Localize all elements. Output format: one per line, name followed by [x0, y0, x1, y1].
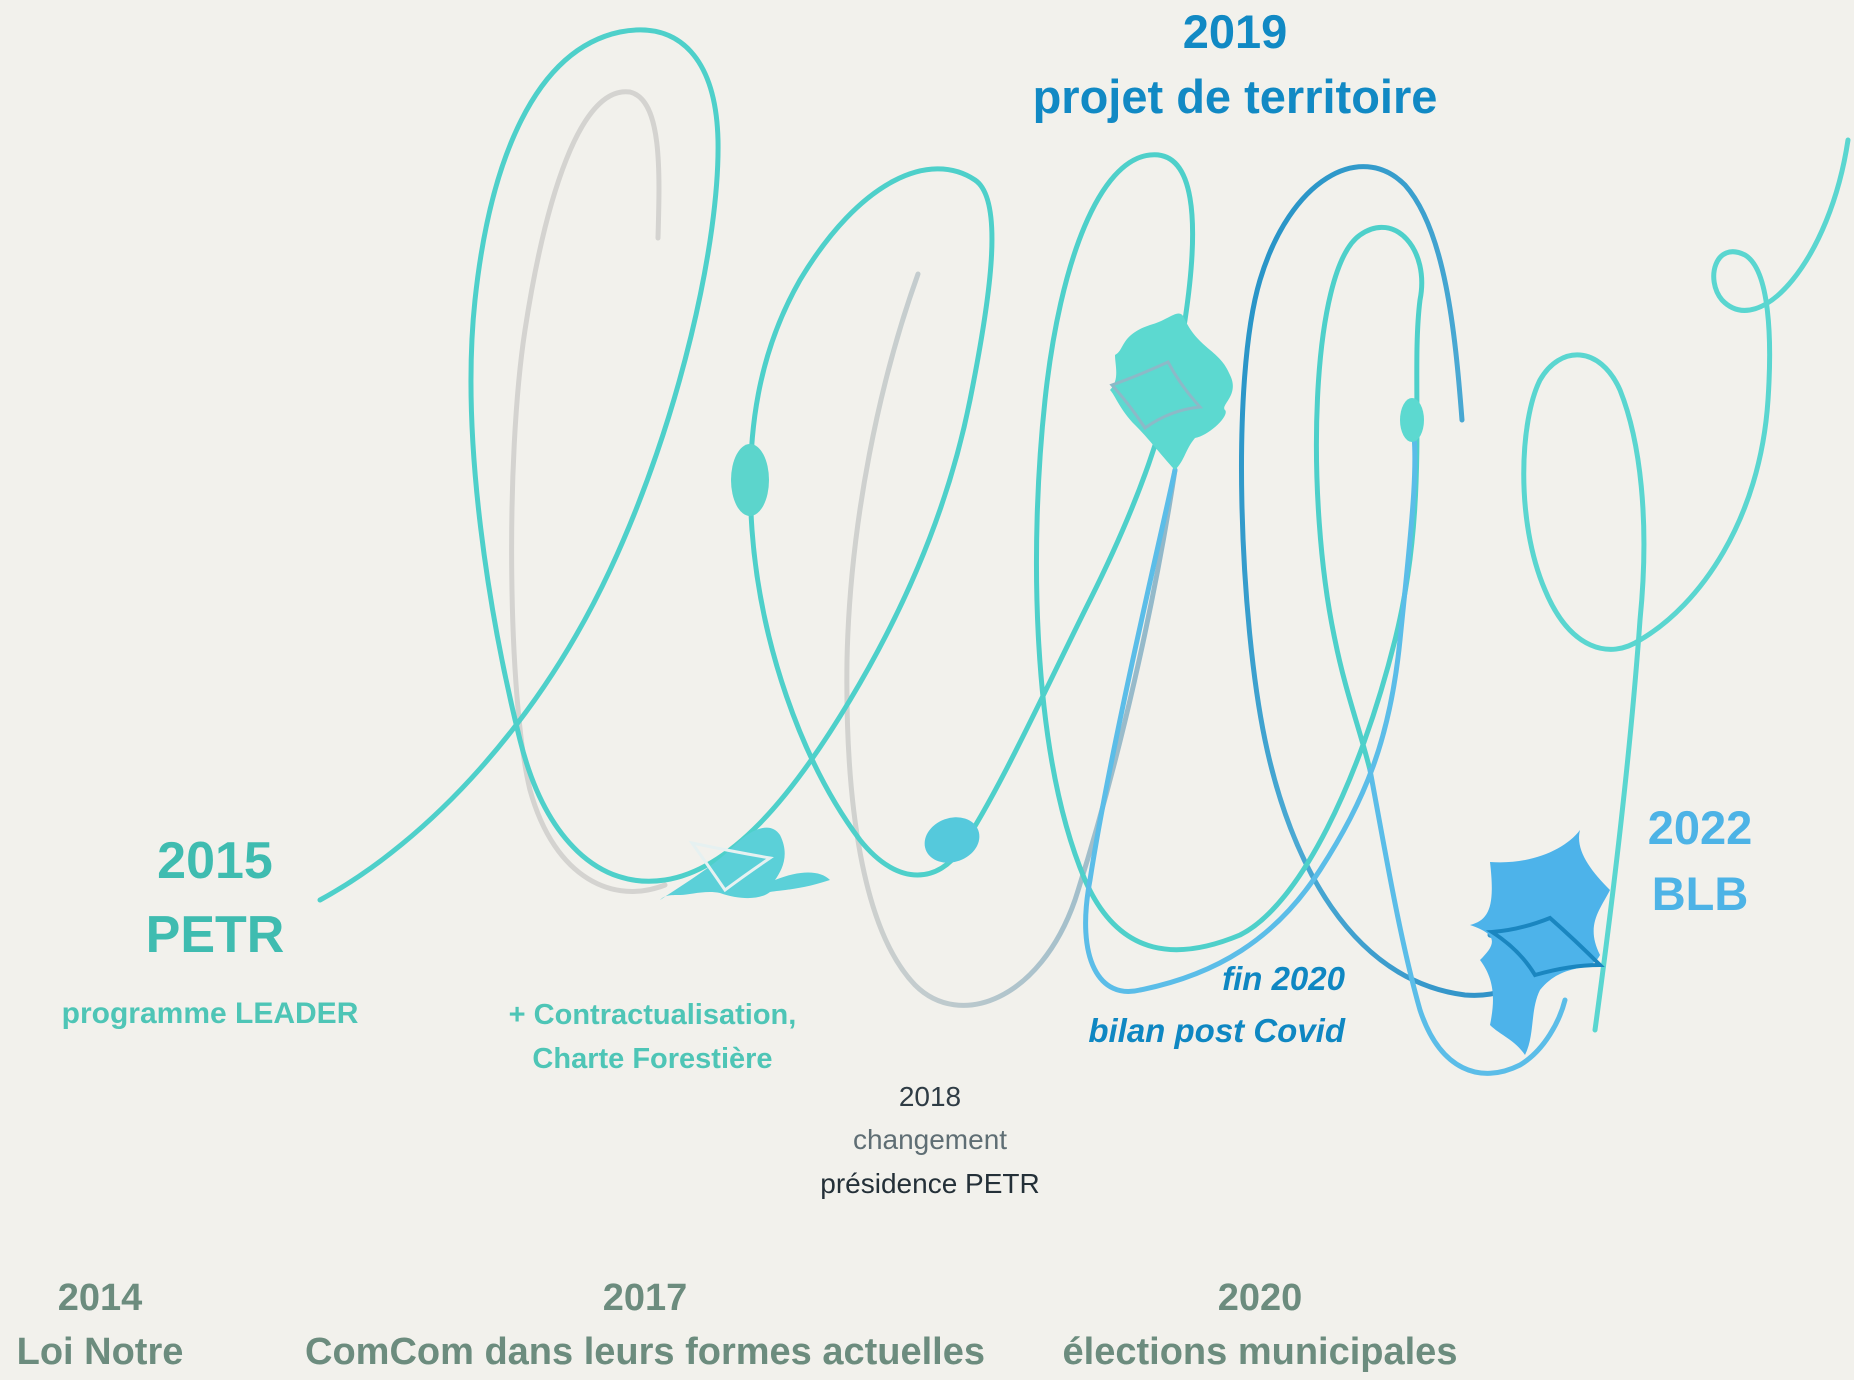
milestone-2015-petr: 2015 PETR	[135, 825, 295, 973]
milestone-line: Charte Forestière	[532, 1042, 773, 1075]
blob-marker-icon	[924, 817, 980, 863]
milestone-2017-contract: + Contractualisation, Charte Forestière	[480, 994, 825, 1081]
milestone-2020-covid: fin 2020 bilan post Covid	[1070, 953, 1345, 1057]
milestone-2015-sub: programme LEADER	[40, 996, 380, 1032]
bottom-label: ComCom dans leurs formes actuelles	[305, 1330, 985, 1373]
bottom-year: 2020	[1217, 1277, 1303, 1319]
milestone-year: 2018	[898, 1081, 962, 1112]
bottom-label: Loi Notre	[16, 1330, 184, 1373]
burst-star-icon	[660, 827, 830, 900]
milestone-year: 2022	[1647, 801, 1753, 854]
blob-marker-icon	[1400, 398, 1424, 442]
milestone-year: 2015	[157, 832, 273, 890]
bottom-timeline-2020: 2020 élections municipales	[1050, 1272, 1470, 1380]
bottom-year: 2014	[57, 1277, 143, 1319]
burst-star-icon	[1109, 313, 1233, 470]
milestone-line: changement	[852, 1124, 1008, 1156]
burst-star-icon	[1470, 830, 1610, 1055]
milestone-subtitle: programme LEADER	[61, 997, 359, 1030]
milestone-line: présidence PETR	[820, 1167, 1040, 1199]
milestone-title: PETR	[145, 905, 285, 964]
dark-blue-thread	[1239, 164, 1533, 998]
milestone-line: + Contractualisation,	[508, 999, 797, 1031]
milestone-2018-presidence: 2018 changement présidence PETR	[790, 1075, 1070, 1205]
milestone-2019-projet: 2019 projet de territoire	[1020, 0, 1450, 130]
milestone-line: bilan post Covid	[1088, 1012, 1345, 1050]
milestone-year: 2019	[1182, 5, 1288, 58]
light-blue-thread	[1083, 417, 1568, 1076]
bottom-timeline-2017: 2017 ComCom dans leurs formes actuelles	[300, 1272, 990, 1380]
milestone-line: fin 2020	[1222, 960, 1345, 997]
bottom-timeline-2014: 2014 Loi Notre	[0, 1272, 200, 1380]
milestone-2022-blb: 2022 BLB	[1630, 795, 1770, 927]
grey-thread	[509, 89, 668, 894]
teal-spiral-thread	[317, 27, 1425, 953]
bottom-label: élections municipales	[1062, 1330, 1458, 1373]
grey-bluegrey-thread	[844, 271, 1178, 1008]
bottom-year: 2017	[602, 1277, 688, 1319]
milestone-title: BLB	[1651, 866, 1749, 920]
teal-right-loops	[1521, 137, 1851, 1033]
milestone-title: projet de territoire	[1032, 69, 1438, 123]
blob-marker-icon	[731, 444, 769, 516]
